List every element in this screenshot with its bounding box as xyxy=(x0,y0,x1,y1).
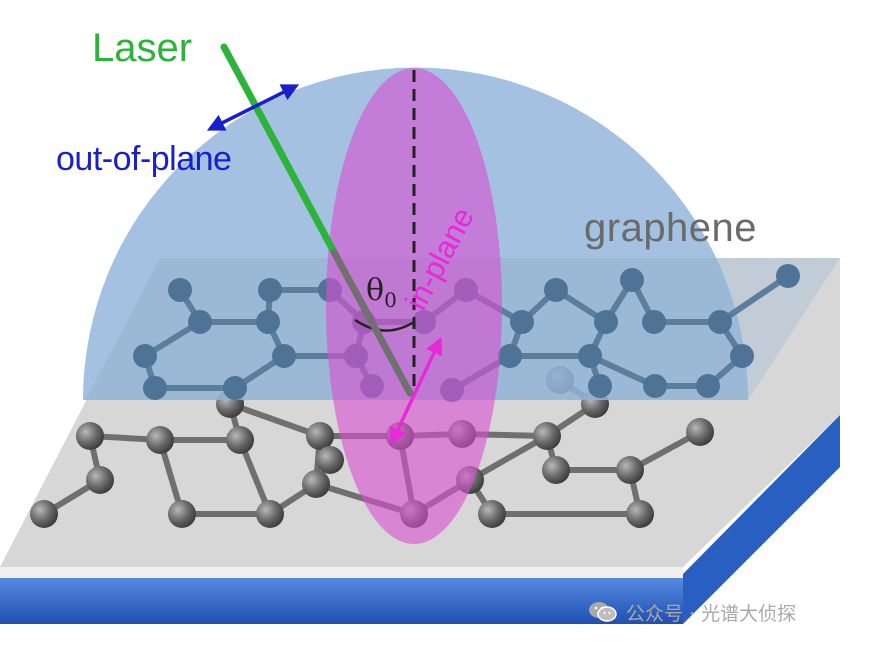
carbon-atom xyxy=(168,500,196,528)
carbon-atom xyxy=(30,500,58,528)
carbon-atom xyxy=(510,310,534,334)
carbon-atom xyxy=(533,422,561,450)
carbon-atom xyxy=(686,418,714,446)
carbon-atom xyxy=(776,264,800,288)
watermark: 公众号 · 光谱大侦探 xyxy=(588,599,796,625)
graphene-label: graphene xyxy=(584,206,758,250)
carbon-atom xyxy=(498,344,522,368)
bond xyxy=(227,401,323,439)
carbon-atom xyxy=(316,446,344,474)
carbon-atom xyxy=(542,456,570,484)
carbon-atom xyxy=(272,344,296,368)
carbon-atom xyxy=(76,422,104,450)
carbon-atom xyxy=(696,374,720,398)
carbon-atom xyxy=(616,456,644,484)
carbon-atom xyxy=(86,466,114,494)
carbon-atom xyxy=(594,310,618,334)
carbon-atom xyxy=(188,310,212,334)
substrate-right-side xyxy=(683,415,840,624)
laser-label: Laser xyxy=(92,26,193,70)
out-of-plane-arrow xyxy=(206,84,300,131)
laser-beam-upper xyxy=(220,43,338,256)
bond xyxy=(717,273,791,325)
theta-symbol: θ xyxy=(366,273,385,308)
in-plane-arrow xyxy=(390,336,442,446)
bond xyxy=(467,433,550,483)
carbon-atom xyxy=(626,500,654,528)
carbon-atom xyxy=(708,310,732,334)
carbon-atom xyxy=(302,470,330,498)
incidence-angle-arc xyxy=(354,318,415,332)
carbon-atom xyxy=(168,278,192,302)
theta-label: θ0 xyxy=(366,273,397,312)
substrate-front-edge xyxy=(0,567,683,578)
carbon-atom xyxy=(258,278,282,302)
carbon-atom xyxy=(578,344,602,368)
carbon-atom xyxy=(730,344,754,368)
out-of-plane-label: out-of-plane xyxy=(56,140,232,178)
carbon-atom xyxy=(133,344,157,368)
wechat-icon xyxy=(589,602,617,622)
carbon-atom xyxy=(146,426,174,454)
carbon-atom xyxy=(478,500,506,528)
substrate-front-side xyxy=(0,574,683,624)
graphene-lattice-lower xyxy=(30,366,714,528)
carbon-atom xyxy=(588,374,612,398)
carbon-atom xyxy=(544,278,568,302)
carbon-atom xyxy=(256,310,280,334)
carbon-atom xyxy=(143,376,167,400)
theta-subscript: 0 xyxy=(384,288,397,312)
carbon-atom xyxy=(223,376,247,400)
carbon-atom xyxy=(256,500,284,528)
carbon-atom xyxy=(642,310,666,334)
carbon-atom xyxy=(226,426,254,454)
carbon-atom xyxy=(643,374,667,398)
carbon-atom xyxy=(620,268,644,292)
carbon-atom xyxy=(306,422,334,450)
watermark-text: 公众号 · 光谱大侦探 xyxy=(626,602,797,625)
